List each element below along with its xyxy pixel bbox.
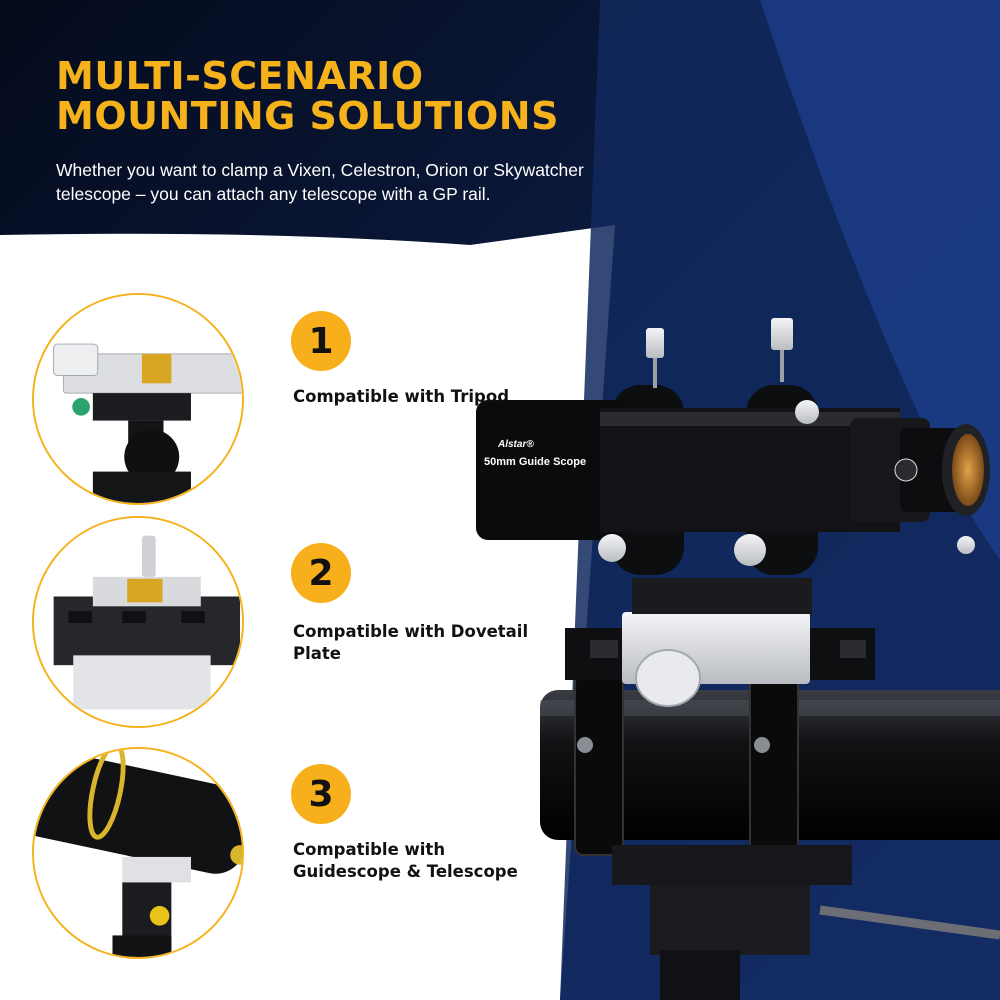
page-title: MULTI-SCENARIO MOUNTING SOLUTIONS xyxy=(56,54,559,138)
step-number-2: 2 xyxy=(291,543,351,603)
tripod-mount-photo xyxy=(32,293,244,505)
dovetail-plate-photo xyxy=(32,516,244,728)
step-number-1: 1 xyxy=(291,311,351,371)
telescope-mount-photo xyxy=(32,747,244,959)
feature-label-tripod: Compatible with Tripod xyxy=(293,387,509,406)
brand-logo-text: Alstar® xyxy=(498,439,534,450)
step-number-3: 3 xyxy=(291,764,351,824)
product-model-text: 50mm Guide Scope xyxy=(484,456,587,468)
page-subtitle: Whether you want to clamp a Vixen, Celes… xyxy=(56,160,584,204)
feature-label-guidescope: Compatible with Guidescope & Telescope xyxy=(293,840,518,881)
feature-label-dovetail: Compatible with Dovetail Plate xyxy=(293,622,529,663)
